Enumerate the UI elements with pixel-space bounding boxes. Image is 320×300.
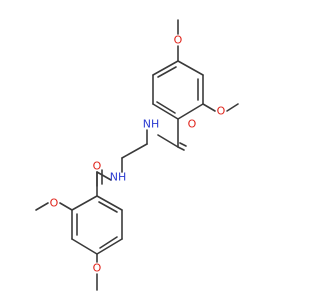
- bond: [177, 60, 204, 76]
- bond: [152, 60, 179, 76]
- bond: [157, 66, 177, 78]
- atom-label-layer: O O NH O NH O O O: [50, 34, 226, 275]
- bond: [152, 103, 179, 120]
- oxygen-atom-label: O: [50, 197, 59, 210]
- structure-canvas: O O NH O NH O O O: [35, 19, 239, 291]
- bond-layer: [35, 19, 239, 291]
- bond: [71, 238, 98, 255]
- bond: [202, 103, 216, 112]
- bond: [96, 195, 123, 211]
- oxygen-atom-label: O: [188, 118, 197, 131]
- bond: [121, 143, 148, 159]
- bond: [179, 142, 187, 147]
- nitrogen-atom-label: NH: [110, 171, 127, 184]
- oxygen-atom-label: O: [93, 160, 102, 173]
- bond: [156, 101, 176, 114]
- oxygen-atom-label: O: [217, 105, 226, 118]
- bond: [177, 146, 185, 151]
- oxygen-atom-label: O: [174, 34, 183, 47]
- bond: [177, 103, 204, 120]
- nitrogen-atom-label: NH: [143, 118, 160, 131]
- molecule-structure-diagram: O O NH O NH O O O: [35, 19, 239, 291]
- bond: [226, 103, 239, 112]
- bond: [157, 134, 179, 148]
- oxygen-atom-label: O: [93, 262, 102, 275]
- bond: [96, 238, 123, 255]
- bond: [96, 171, 112, 181]
- bond: [99, 236, 118, 249]
- bond: [98, 201, 118, 213]
- bond: [71, 195, 98, 211]
- bond: [59, 202, 73, 211]
- bond: [35, 202, 49, 211]
